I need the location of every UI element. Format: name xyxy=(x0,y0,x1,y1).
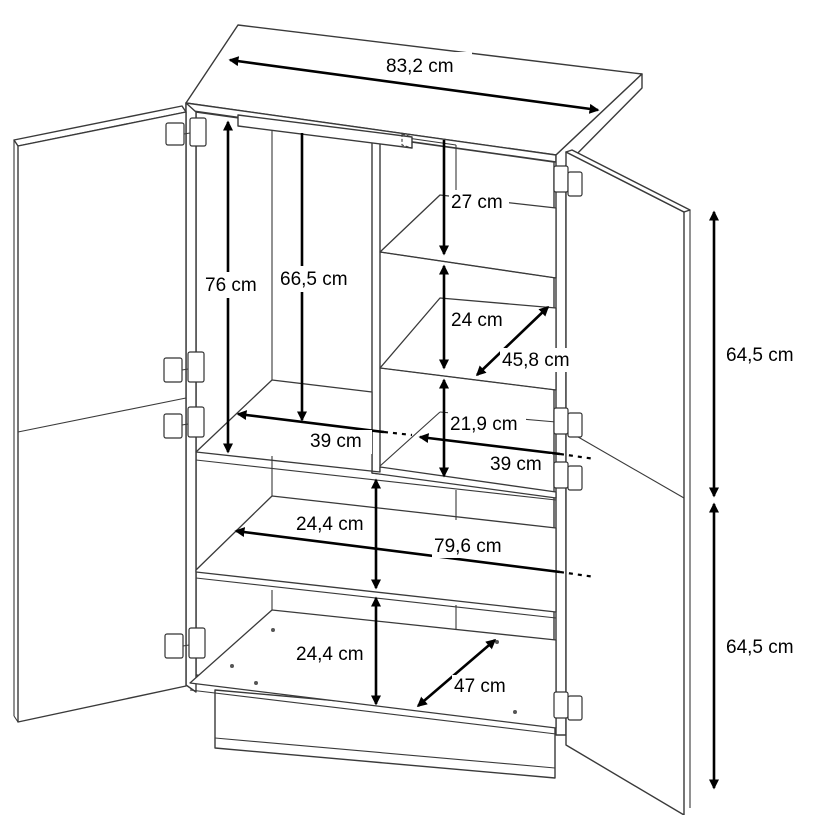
label-height-rail: 66,5 cm xyxy=(280,269,348,290)
arrow-width-left xyxy=(236,410,385,434)
arrow-width-inner xyxy=(234,527,561,574)
label-shelf-gap-2: 24 cm xyxy=(451,310,503,331)
hinge-right-2 xyxy=(553,407,583,438)
dimension-arrows xyxy=(223,56,719,790)
arrow-width-right xyxy=(418,433,561,456)
label-depth-shelf: 45,8 cm xyxy=(502,350,570,371)
left-side-panel xyxy=(185,102,197,693)
label-gap-lower-1: 24,4 cm xyxy=(296,514,364,535)
hinge-left-3 xyxy=(163,406,205,439)
hinge-left-2 xyxy=(163,351,205,383)
hinge-left-4 xyxy=(164,627,206,659)
left-door[interactable] xyxy=(13,105,187,723)
hinges xyxy=(163,117,583,721)
label-door-upper: 64,5 cm xyxy=(726,345,794,366)
label-gap-lower-2: 24,4 cm xyxy=(296,644,364,665)
hinge-right-1 xyxy=(553,165,583,197)
label-height-left: 76 cm xyxy=(205,275,257,296)
label-width-right: 39 cm xyxy=(490,454,542,475)
label-shelf-gap-3: 21,9 cm xyxy=(450,414,518,435)
right-door[interactable] xyxy=(565,149,691,815)
arrow-depth-bottom xyxy=(416,639,497,707)
hinge-left-1 xyxy=(165,117,207,147)
label-width-left: 39 cm xyxy=(310,431,362,452)
label-shelf-gap-1: 27 cm xyxy=(451,192,503,213)
arrow-width-top xyxy=(228,56,600,114)
hinge-right-3 xyxy=(553,461,583,491)
label-door-lower: 64,5 cm xyxy=(726,637,794,658)
arrow-depth-shelf xyxy=(475,305,550,377)
hinge-right-4 xyxy=(553,691,583,721)
label-width-inner: 79,6 cm xyxy=(434,536,502,557)
label-depth-bottom: 47 cm xyxy=(454,676,506,697)
center-divider xyxy=(371,132,381,475)
hanging-rail xyxy=(237,114,413,149)
label-width-top: 83,2 cm xyxy=(386,56,454,77)
dimension-labels: 83,2 cm 76 cm 66,5 cm 27 cm 24 cm 45,8 c… xyxy=(203,52,808,699)
shelf-middle xyxy=(195,379,557,499)
